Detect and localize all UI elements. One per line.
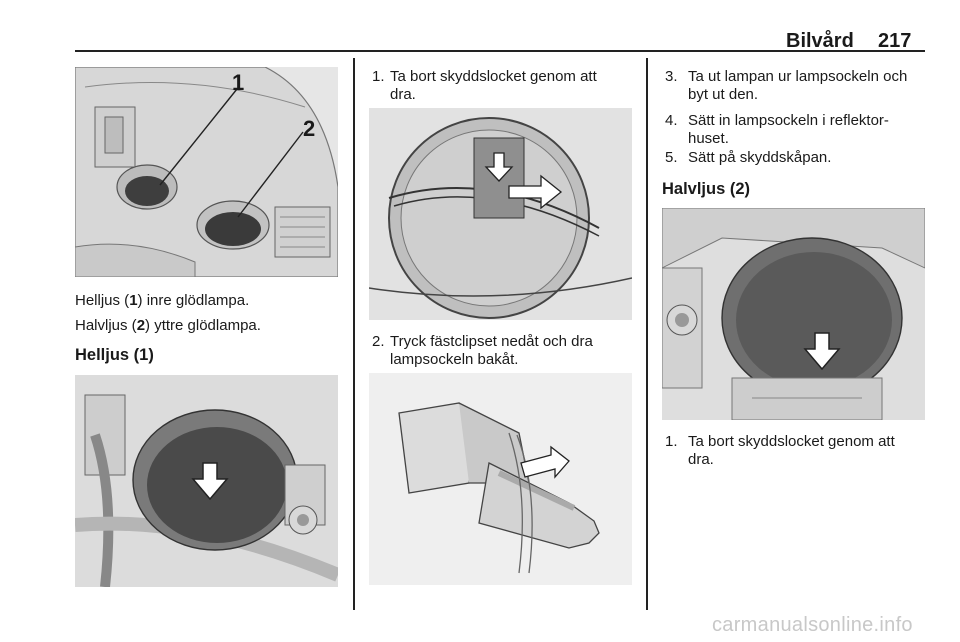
step-4-insert-socket: 4. Sätt in lampsockeln i reflektor- huse… bbox=[665, 112, 955, 148]
watermark: carmanualsonline.info bbox=[712, 614, 913, 636]
column-divider-left bbox=[353, 58, 355, 610]
figure-bulb-removal bbox=[369, 373, 632, 585]
step-body: Sätt in lampsockeln i reflektor- huset. bbox=[688, 112, 889, 148]
step-line: Sätt på skyddskåpan. bbox=[688, 149, 832, 166]
caption-low-beam: Halvljus (2) yttre glödlampa. bbox=[75, 317, 261, 335]
header-rule bbox=[75, 50, 925, 52]
step-number: 1. bbox=[372, 68, 385, 85]
step-line: dra. bbox=[688, 451, 714, 468]
heading-low-beam: Halvljus (2) bbox=[662, 180, 751, 198]
step-number: 3. bbox=[665, 68, 678, 85]
figure-headlamp-overview bbox=[75, 67, 338, 277]
caption-text: Helljus ( bbox=[75, 292, 130, 309]
step-body: Ta ut lampan ur lampsockeln och byt ut d… bbox=[688, 68, 907, 104]
step-number: 1. bbox=[665, 433, 678, 450]
step-line: Tryck fästclipset nedåt och dra bbox=[390, 333, 593, 350]
figure-low-beam-cap bbox=[662, 208, 925, 420]
section-title: Bilvård bbox=[786, 30, 854, 52]
step-number: 4. bbox=[665, 112, 678, 129]
caption-high-beam: Helljus (1) inre glödlampa. bbox=[75, 292, 249, 310]
step-line: huset. bbox=[688, 130, 729, 147]
step-line: lampsockeln bakåt. bbox=[390, 351, 519, 368]
caption-text: ) yttre glödlampa. bbox=[145, 317, 261, 334]
figure-bulb-socket-clip bbox=[369, 108, 632, 320]
step-3-replace-bulb: 3. Ta ut lampan ur lampsockeln och byt u… bbox=[665, 68, 955, 104]
step-number: 2. bbox=[372, 333, 385, 350]
callout-2: 2 bbox=[303, 116, 316, 141]
caption-text: Halvljus ( bbox=[75, 317, 137, 334]
step-body: Ta bort skyddslocket genom att dra. bbox=[688, 433, 895, 469]
step-line: Ta bort skyddslocket genom att bbox=[688, 433, 895, 450]
figure-high-beam-cap bbox=[75, 375, 338, 587]
step-line: Sätt in lampsockeln i reflektor- bbox=[688, 112, 889, 129]
step-line: Ta bort skyddslocket genom att bbox=[390, 68, 597, 85]
step-5-fit-cover: 5. Sätt på skyddskåpan. bbox=[665, 149, 955, 167]
step-line: Ta ut lampan ur lampsockeln och bbox=[688, 68, 908, 85]
caption-ref: 1 bbox=[129, 292, 138, 309]
step-body: Tryck fästclipset nedåt och dra lampsock… bbox=[390, 333, 593, 369]
step-line: byt ut den. bbox=[688, 86, 759, 103]
step-2-press-clip: 2. Tryck fästclipset nedåt och dra lamps… bbox=[372, 333, 642, 369]
step-1-remove-cap: 1. Ta bort skyddslocket genom att dra. bbox=[372, 68, 642, 104]
step-body: Ta bort skyddslocket genom att dra. bbox=[390, 68, 597, 104]
callout-1: 1 bbox=[232, 70, 245, 95]
step-line: dra. bbox=[390, 86, 416, 103]
step-body: Sätt på skyddskåpan. bbox=[688, 149, 831, 167]
step-number: 5. bbox=[665, 149, 678, 166]
caption-ref: 2 bbox=[136, 317, 146, 334]
column-divider-right bbox=[646, 58, 648, 610]
heading-high-beam: Helljus (1) bbox=[75, 346, 154, 364]
page-number: 217 bbox=[878, 30, 912, 52]
step-1-remove-cap-low-beam: 1. Ta bort skyddslocket genom att dra. bbox=[665, 433, 955, 469]
caption-text: ) inre glödlampa. bbox=[137, 292, 250, 309]
